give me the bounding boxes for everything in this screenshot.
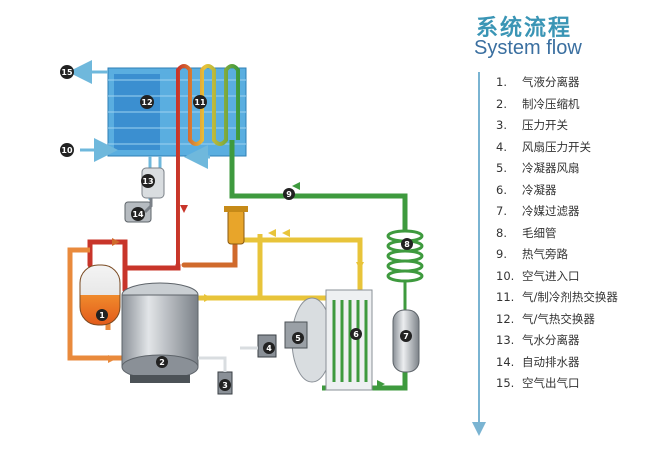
- legend-num: 7.: [496, 204, 507, 218]
- condenser: [325, 289, 373, 391]
- legend-item: 4. 风扇压力开关: [496, 139, 618, 161]
- marker-9-label: 9: [286, 190, 292, 199]
- legend-num: 6.: [496, 182, 507, 197]
- legend-num: 15.: [496, 376, 515, 390]
- legend-label: 压力开关: [522, 118, 568, 132]
- legend-label: 冷媒过滤器: [522, 204, 580, 218]
- marker-8-label: 8: [404, 240, 410, 249]
- marker-6-label: 6: [353, 330, 359, 339]
- marker-11-label: 11: [194, 98, 206, 107]
- marker-5: 5: [292, 332, 304, 344]
- legend-num: 5.: [496, 161, 507, 175]
- legend-num: 11.: [496, 290, 515, 304]
- marker-10: 10: [60, 143, 74, 157]
- title-chinese: 系统流程: [476, 16, 573, 41]
- marker-4: 4: [263, 342, 275, 354]
- component-markers: 1 2 3 4 5 6 7 8 9 10 11 12 13 14 15: [60, 65, 413, 391]
- legend-axis: [472, 72, 486, 436]
- marker-6: 6: [350, 328, 362, 340]
- title-english: System flow: [474, 37, 582, 59]
- legend-num: 4.: [496, 139, 507, 154]
- legend-label: 气液分离器: [522, 75, 580, 89]
- legend-label: 气/制冷剂热交换器: [522, 290, 618, 304]
- legend-item: 7. 冷媒过滤器: [496, 203, 618, 225]
- legend-label: 热气旁路: [522, 247, 568, 261]
- legend-item: 8. 毛细管: [496, 225, 618, 247]
- legend-item: 3. 压力开关: [496, 117, 618, 139]
- marker-15: 15: [60, 65, 74, 79]
- legend-item: 11. 气/制冷剂热交换器: [496, 289, 618, 311]
- marker-13: 13: [141, 174, 155, 188]
- legend-num: 9.: [496, 247, 507, 261]
- marker-12: 12: [140, 95, 154, 109]
- marker-1: 1: [96, 309, 108, 321]
- marker-2: 2: [156, 356, 168, 368]
- marker-14: 14: [131, 207, 145, 221]
- marker-14-label: 14: [132, 210, 144, 219]
- marker-3: 3: [219, 379, 231, 391]
- marker-4-label: 4: [266, 344, 272, 353]
- marker-15-label: 15: [61, 68, 73, 77]
- legend-label: 自动排水器: [522, 354, 580, 369]
- legend-item: 6. 冷凝器: [496, 182, 618, 204]
- legend-label: 风扇压力开关: [522, 139, 591, 154]
- legend-item: 9. 热气旁路: [496, 246, 618, 268]
- legend-item: 12. 气/气热交换器: [496, 311, 618, 333]
- legend-item: 1. 气液分离器: [496, 74, 618, 96]
- marker-2-label: 2: [159, 358, 165, 367]
- legend-label: 冷凝器风扇: [522, 161, 580, 175]
- legend-num: 3.: [496, 118, 507, 132]
- legend-num: 2.: [496, 96, 507, 111]
- legend-num: 13.: [496, 333, 515, 347]
- refrigerant-coil-11: [176, 64, 240, 265]
- legend-label: 气水分离器: [522, 333, 580, 347]
- marker-1-label: 1: [99, 311, 105, 320]
- legend-item: 2. 制冷压缩机: [496, 96, 618, 118]
- gas-liquid-separator: [79, 264, 121, 326]
- flow-arrows: [108, 182, 385, 388]
- marker-7-label: 7: [403, 332, 409, 341]
- legend-list: 1.气液分离器 2.制冷压缩机 3.压力开关 4.风扇压力开关 5.冷凝器风扇 …: [496, 74, 618, 397]
- legend-label: 气/气热交换器: [522, 311, 595, 326]
- marker-5-label: 5: [295, 334, 301, 343]
- marker-12-label: 12: [141, 98, 152, 107]
- marker-9: 9: [283, 188, 295, 200]
- legend-num: 10.: [496, 268, 515, 283]
- legend-item: 15. 空气出气口: [496, 375, 618, 397]
- legend-item: 14. 自动排水器: [496, 354, 618, 376]
- legend-num: 14.: [496, 354, 515, 369]
- marker-3-label: 3: [222, 381, 228, 390]
- legend-label: 毛细管: [522, 225, 557, 240]
- marker-13-label: 13: [142, 177, 153, 186]
- marker-8: 8: [401, 238, 413, 250]
- legend-num: 12.: [496, 311, 515, 326]
- marker-11: 11: [193, 95, 207, 109]
- marker-10-label: 10: [61, 146, 73, 155]
- expansion-valve: [224, 206, 248, 245]
- legend-label: 制冷压缩机: [522, 96, 580, 111]
- legend-num: 1.: [496, 75, 507, 89]
- pressure-switches: [198, 334, 277, 395]
- marker-7: 7: [400, 330, 412, 342]
- legend-label: 冷凝器: [522, 182, 557, 197]
- legend-item: 5. 冷凝器风扇: [496, 160, 618, 182]
- legend-label: 空气出气口: [522, 376, 580, 390]
- legend-num: 8.: [496, 225, 507, 240]
- legend-item: 10. 空气进入口: [496, 268, 618, 290]
- condenser-fan: [284, 297, 333, 383]
- legend-label: 空气进入口: [522, 268, 580, 283]
- compressor: [121, 282, 199, 383]
- legend-item: 13. 气水分离器: [496, 332, 618, 354]
- air-arrows: [68, 60, 210, 169]
